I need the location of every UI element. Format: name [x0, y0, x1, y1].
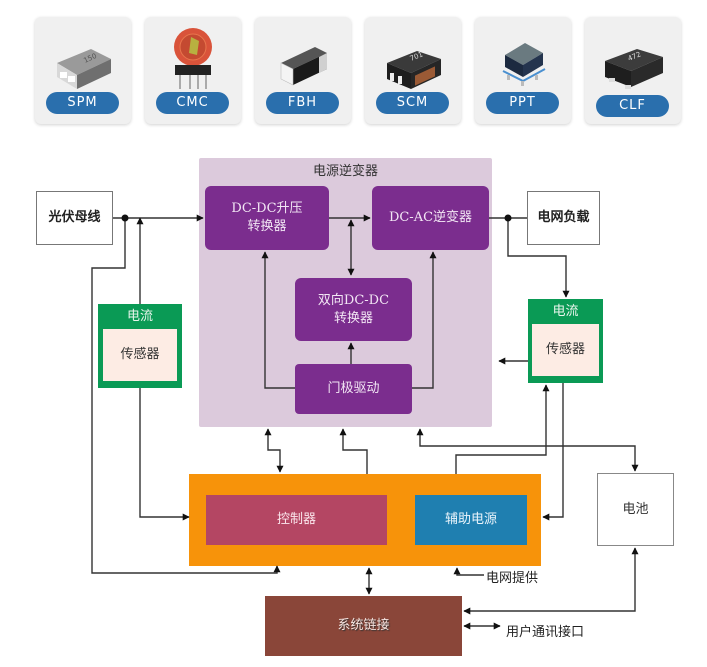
wire-grid-to-right-sensor — [507, 218, 570, 298]
cmc-toroid-icon — [174, 28, 212, 89]
battery-label: 电池 — [622, 501, 649, 517]
gate-driver[interactable]: 门极驱动 — [295, 364, 412, 414]
product-label-spm[interactable]: SPM — [46, 92, 119, 114]
wire-left-sensor-to-controller — [139, 388, 190, 521]
pv-bus-label: 光伏母线 — [48, 210, 101, 225]
bidir-dcdc-label-1: 双向DC-DC — [317, 292, 390, 308]
dcdc-boost-converter[interactable]: DC-DC升压 转换器 — [205, 186, 329, 250]
dcdc-boost-label-2: 转换器 — [247, 219, 287, 234]
clf-filter-icon: 472 — [605, 49, 663, 89]
sensor-left-body-label: 传感器 — [120, 347, 160, 362]
gate-driver-label: 门极驱动 — [327, 381, 380, 396]
product-card-clf[interactable]: 472 CLF — [585, 17, 681, 124]
product-card-fbh[interactable]: FBH — [255, 17, 351, 124]
sensor-right-body: 传感器 — [532, 324, 599, 376]
product-label-cmc[interactable]: CMC — [156, 92, 229, 114]
product-label-ppt[interactable]: PPT — [486, 92, 559, 114]
product-card-scm[interactable]: 701 SCM — [365, 17, 461, 124]
product-label-clf[interactable]: CLF — [596, 95, 669, 117]
controller-label: 控制器 — [276, 512, 316, 527]
scm-choke-icon: 701 — [387, 50, 441, 89]
battery[interactable]: 电池 — [597, 473, 674, 546]
user-comm-interface-label: 用户通讯接口 — [506, 625, 585, 640]
dcdc-boost-label-1: DC-DC升压 — [231, 201, 303, 216]
spm-inductor-icon: 150 — [57, 49, 111, 89]
product-card-ppt[interactable]: PPT — [475, 17, 571, 124]
system-link[interactable]: 系统链接 — [265, 596, 462, 656]
sensor-right-body-label: 传感器 — [545, 342, 585, 357]
ppt-transformer-icon — [502, 43, 546, 86]
junction-grid — [504, 214, 512, 222]
wire-battery-to-system-link — [463, 547, 639, 615]
bidirectional-dcdc-converter[interactable]: 双向DC-DC 转换器 — [295, 278, 412, 341]
system-link-label: 系统链接 — [337, 618, 390, 633]
sensor-right-title: 电流 — [552, 304, 579, 319]
inverter-group-title: 电源逆变器 — [312, 164, 378, 179]
current-sensor-right[interactable]: 电流 传感器 — [528, 299, 603, 383]
wire-controller-to-inverter — [339, 428, 368, 474]
bidir-dcdc-label-2: 转换器 — [333, 310, 373, 326]
dcac-inverter-label: DC-AC逆变器 — [388, 210, 473, 225]
fbh-bead-icon — [280, 47, 327, 86]
wire-controller-to-right-sensor — [455, 384, 550, 474]
wire-grid-supply — [453, 567, 484, 576]
wire-gate-to-boost — [261, 251, 295, 389]
product-card-cmc[interactable]: CMC — [145, 17, 241, 124]
aux-power-supply[interactable]: 辅助电源 — [415, 495, 527, 545]
sensor-left-body: 传感器 — [103, 329, 177, 381]
controller[interactable]: 控制器 — [206, 495, 387, 545]
grid-load-label: 电网负载 — [537, 210, 590, 225]
dcac-inverter[interactable]: DC-AC逆变器 — [372, 186, 489, 250]
current-sensor-left[interactable]: 电流 传感器 — [98, 304, 182, 388]
wire-right-sensor-to-controller — [542, 383, 564, 521]
wire-pv-to-controller — [91, 218, 281, 574]
wire-controller-inverter-bidir — [264, 428, 284, 473]
junction-pv — [121, 214, 129, 222]
pv-bus[interactable]: 光伏母线 — [36, 191, 113, 245]
product-card-spm[interactable]: 150 SPM — [35, 17, 131, 124]
wire-inverter-to-battery — [416, 428, 639, 472]
wire-gate-to-dcac — [412, 251, 437, 389]
product-label-scm[interactable]: SCM — [376, 92, 449, 114]
aux-power-label: 辅助电源 — [444, 512, 497, 527]
sensor-left-title: 电流 — [126, 309, 153, 324]
grid-load[interactable]: 电网负载 — [527, 191, 600, 245]
product-label-fbh[interactable]: FBH — [266, 92, 339, 114]
